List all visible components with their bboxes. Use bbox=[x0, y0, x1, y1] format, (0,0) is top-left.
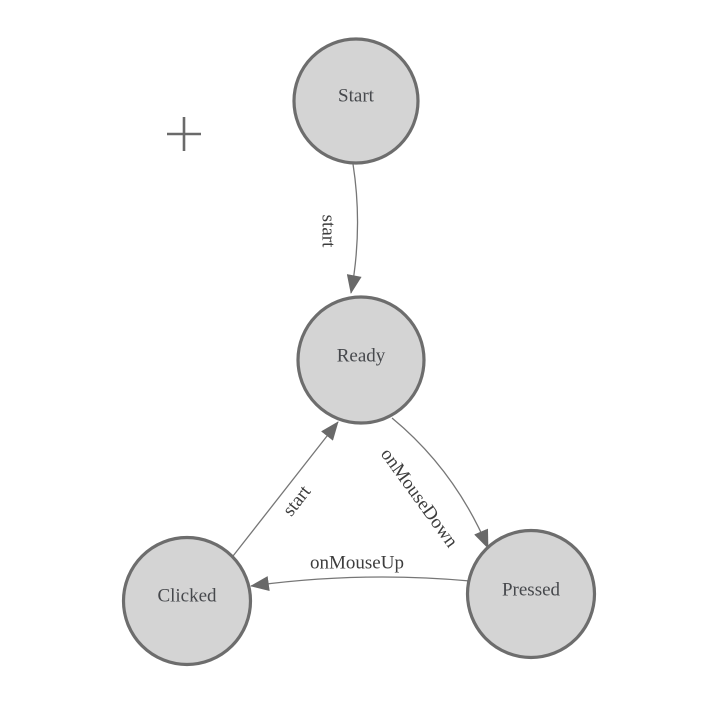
state-node-pressed[interactable]: Pressed bbox=[465, 528, 597, 660]
transition-line-ready-pressed[interactable] bbox=[391, 417, 489, 549]
state-node-start[interactable]: Start bbox=[292, 37, 420, 165]
origin-cross-icon bbox=[167, 117, 201, 151]
transition-start-to-ready[interactable]: start bbox=[318, 163, 362, 294]
transition-label-start-ready[interactable]: start bbox=[318, 215, 339, 248]
state-label-clicked: Clicked bbox=[157, 586, 217, 607]
state-circle-start[interactable] bbox=[292, 37, 420, 165]
transition-label-ready-pressed[interactable]: onMouseDown bbox=[376, 444, 462, 552]
transition-ready-to-pressed[interactable]: onMouseDown bbox=[376, 417, 489, 552]
state-label-ready: Ready bbox=[337, 346, 386, 367]
transition-clicked-to-ready[interactable]: start bbox=[232, 421, 339, 557]
transition-line-start-ready[interactable] bbox=[346, 163, 362, 294]
transition-label-clicked-ready[interactable]: start bbox=[279, 481, 316, 520]
state-node-ready[interactable]: Ready bbox=[296, 295, 426, 425]
state-label-pressed: Pressed bbox=[502, 580, 561, 601]
state-circle-pressed[interactable] bbox=[465, 528, 597, 660]
state-node-clicked[interactable]: Clicked bbox=[121, 535, 253, 667]
transition-pressed-to-clicked[interactable]: onMouseUp bbox=[250, 553, 471, 592]
states-layer: Start Ready Clicked Pressed bbox=[121, 37, 597, 667]
state-circle-clicked[interactable] bbox=[121, 535, 253, 667]
transition-label-pressed-clicked[interactable]: onMouseUp bbox=[310, 553, 404, 574]
state-label-start: Start bbox=[338, 86, 375, 107]
transition-line-clicked-ready[interactable] bbox=[232, 421, 339, 557]
state-circle-ready[interactable] bbox=[296, 295, 426, 425]
transition-line-pressed-clicked[interactable] bbox=[250, 576, 471, 592]
